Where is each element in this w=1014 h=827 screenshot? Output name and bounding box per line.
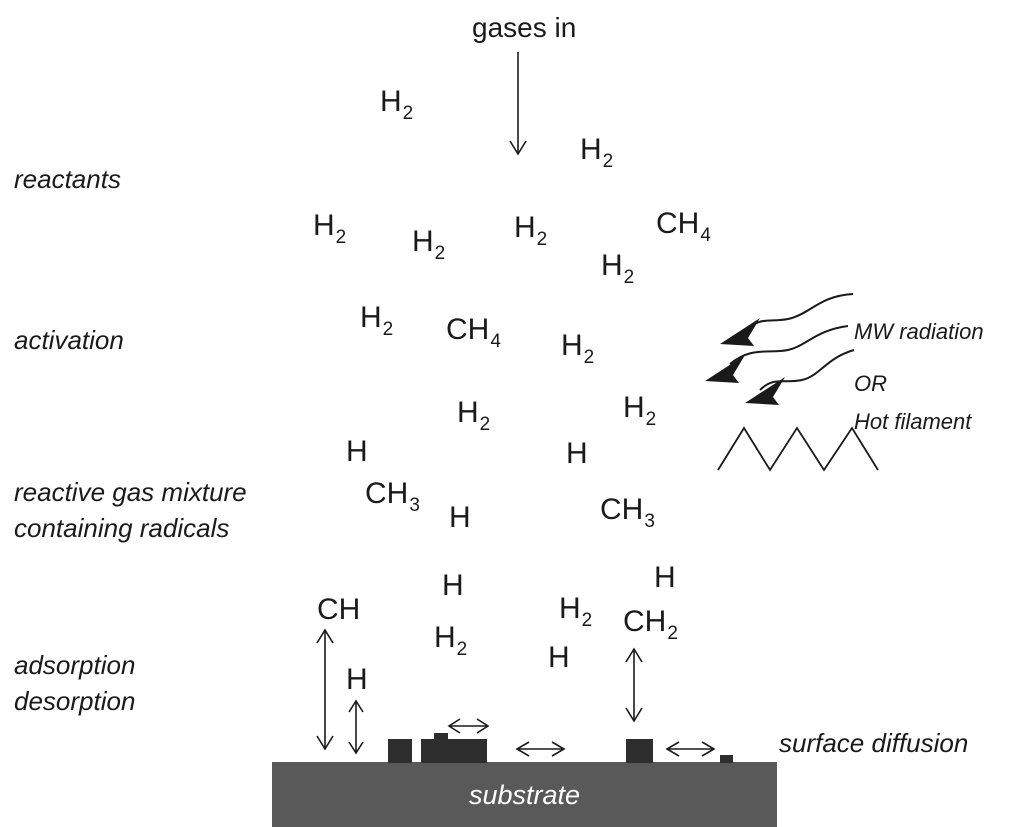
molecule: H2 (380, 85, 414, 125)
surface-adsorbate (626, 739, 653, 763)
adsorption-label: adsorption (14, 650, 136, 680)
surface-adsorbate (388, 739, 412, 763)
molecule: CH2 (623, 605, 678, 645)
mw-wave-icon (759, 349, 855, 391)
mw-arrowhead-icon (705, 355, 745, 383)
diffusion-arrow-1 (447, 718, 490, 734)
reactants-label: reactants (14, 164, 121, 194)
molecule: CH (317, 593, 361, 626)
molecule: H2 (514, 211, 548, 251)
gas-inflow-arrow (509, 52, 527, 156)
molecule: H2 (561, 329, 595, 369)
molecule: H2 (360, 301, 394, 341)
molecule: H (449, 501, 471, 534)
surface-adsorbate (421, 739, 487, 763)
substrate-block (272, 762, 777, 827)
containing-radicals-label: containing radicals (14, 513, 230, 543)
molecule: CH4 (656, 207, 711, 247)
diffusion-arrow-2 (515, 741, 566, 757)
hot-filament-icon (717, 426, 879, 472)
molecule: H (548, 641, 570, 674)
molecule: CH4 (446, 313, 501, 353)
molecule: H (346, 435, 368, 468)
ch-double-arrow (316, 628, 334, 751)
molecule: H2 (457, 396, 491, 436)
activation-label: activation (14, 325, 124, 355)
surface-adsorbate (434, 733, 448, 741)
h-double-arrow (348, 699, 364, 755)
molecule: H2 (623, 391, 657, 431)
molecule: H2 (412, 225, 446, 265)
or-label: OR (854, 371, 887, 396)
substrate-label: substrate (468, 780, 581, 810)
molecule: H2 (601, 249, 635, 289)
molecule: H2 (559, 592, 593, 632)
molecule: H (346, 663, 368, 696)
molecule: CH3 (600, 493, 655, 533)
molecule: H (442, 569, 464, 602)
mw-radiation-label: MW radiation (854, 319, 984, 344)
molecule: H (566, 437, 588, 470)
surface-diffusion-label: surface diffusion (779, 728, 969, 758)
mw-arrowhead-icon (745, 377, 785, 405)
molecule: H (654, 561, 676, 594)
mw-wave-icon (729, 325, 849, 365)
diffusion-arrow-3 (665, 741, 716, 757)
molecule: H2 (434, 621, 468, 661)
reactive-gas-mixture-label: reactive gas mixture (14, 477, 247, 507)
surface-adsorbate (720, 755, 733, 763)
desorption-label: desorption (14, 686, 136, 716)
mw-arrowhead-icon (720, 318, 760, 346)
molecule: H2 (313, 209, 347, 249)
hot-filament-label: Hot filament (854, 409, 972, 434)
ch2-double-arrow (625, 647, 643, 723)
molecule: H2 (580, 133, 614, 173)
gases-in-label: gases in (472, 12, 577, 43)
molecule: CH3 (365, 477, 420, 517)
mw-wave-icon (743, 293, 854, 333)
